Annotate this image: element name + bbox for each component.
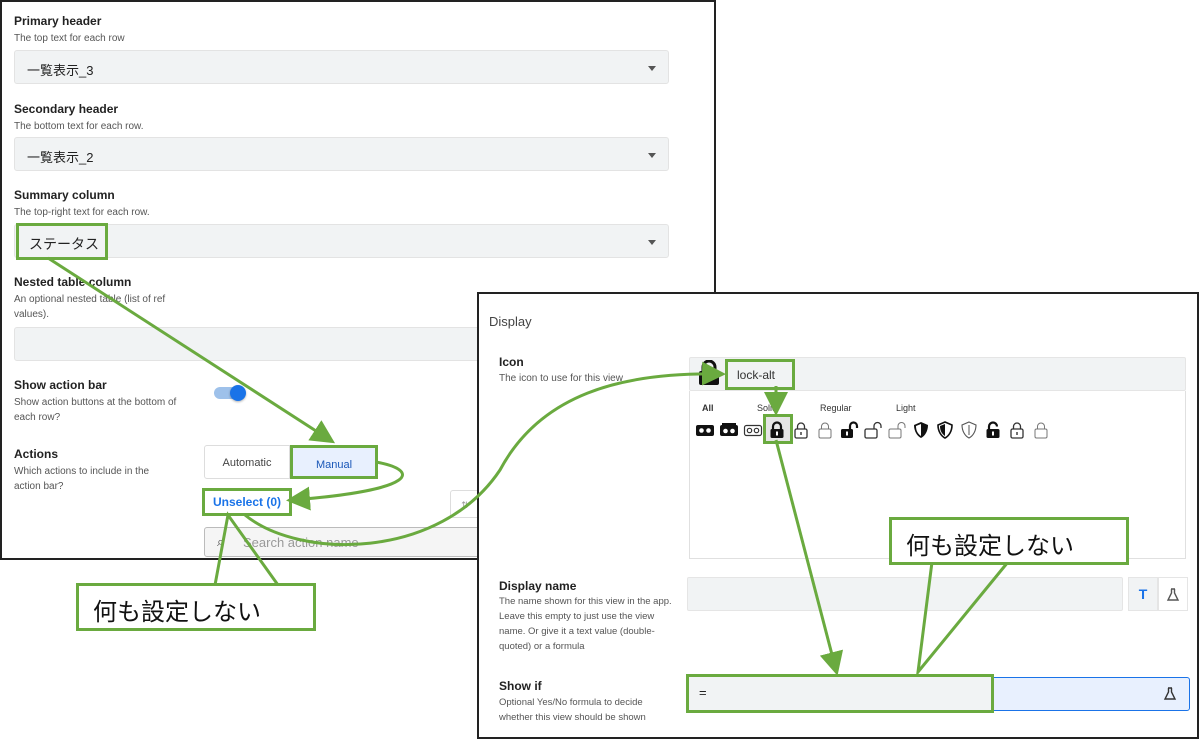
show-action-bar-desc: Show action buttons at the bottom of eac… [14,397,177,423]
display-name-label: Display name [499,579,577,593]
id-card-outline-icon[interactable] [743,420,763,440]
callout-no-setting-right: 何も設定しない [889,517,1129,565]
text-type-button[interactable]: T [1128,577,1158,611]
tab-light[interactable]: Light [896,403,916,413]
summary-column-label: Summary column [14,188,115,202]
action-search-placeholder: Search action name [243,535,359,550]
display-name-desc: The name shown for this view in the app.… [499,596,672,652]
id-card-alt-icon[interactable] [695,420,715,440]
formula-flask-icon[interactable] [1163,687,1177,701]
primary-header-label: Primary header [14,14,102,28]
show-if-desc: Optional Yes/No formula to decide whethe… [499,697,646,723]
lock-open-light-icon[interactable] [887,420,907,440]
nested-table-label: Nested table column [14,275,132,289]
display-name-input[interactable] [687,577,1123,611]
chevron-down-icon [648,66,656,71]
summary-column-value: ステータス [29,236,99,252]
id-card-icon[interactable] [719,420,739,440]
display-section-title: Display [489,314,532,329]
unlock-alt-icon[interactable] [983,420,1003,440]
callout-no-setting-left: 何も設定しない [76,583,316,631]
primary-header-select[interactable]: 一覧表示_3 [14,50,669,84]
primary-header-desc: The top text for each row [14,33,125,44]
secondary-header-value: 一覧表示_2 [27,150,94,165]
primary-header-value: 一覧表示_3 [27,63,94,78]
tab-solid[interactable]: Solid [757,403,778,413]
callout-text: 何も設定しない [93,599,261,626]
icon-desc: The icon to use for this view [499,373,623,384]
search-icon: ⌕ [217,534,225,549]
formula-flask-icon[interactable] [1158,577,1188,611]
show-if-value: = [699,685,707,700]
icon-value-highlight: lock-alt [725,359,795,390]
actions-desc: Which actions to include in the action b… [14,466,150,492]
display-settings-panel: Display Icon The icon to use for this vi… [477,292,1199,739]
show-if-value-highlight: = [686,674,994,713]
secondary-header-label: Secondary header [14,102,119,116]
shield-check-icon[interactable] [935,420,955,440]
lock-light-icon[interactable] [815,420,835,440]
unselect-button[interactable]: Unselect (0) [202,488,292,516]
automatic-button[interactable]: Automatic [204,445,290,479]
shield-outline-icon[interactable] [959,420,979,440]
lock-alt-outline-icon[interactable] [791,420,811,440]
summary-column-desc: The top-right text for each row. [14,207,150,218]
lock-alt-icon [699,360,719,385]
summary-column-value-highlight: ステータス [16,223,108,260]
toggle-knob[interactable] [230,385,246,401]
show-if-label: Show if [499,679,542,693]
secondary-header-select[interactable]: 一覧表示_2 [14,137,669,171]
nested-table-desc: An optional nested table (list of ref va… [14,294,166,320]
manual-button[interactable]: Manual [290,445,378,479]
chevron-down-icon [648,153,656,158]
summary-column-select[interactable] [14,224,669,258]
actions-label: Actions [14,447,59,461]
lock-light-icon[interactable] [1031,420,1051,440]
lock-open-alt-icon[interactable] [839,420,859,440]
lock-outline-icon[interactable] [1007,420,1027,440]
tab-all[interactable]: All [702,403,714,413]
lock-alt-icon[interactable] [767,420,787,440]
icon-label: Icon [499,355,524,369]
shield-alt-icon[interactable] [911,420,931,440]
callout-text: 何も設定しない [906,533,1074,560]
icon-value: lock-alt [737,368,776,382]
sort-icon[interactable]: ⇅ [450,490,480,518]
chevron-down-icon [648,240,656,245]
show-action-bar-label: Show action bar [14,378,107,392]
secondary-header-desc: The bottom text for each row. [14,121,144,132]
lock-open-alt-outline-icon[interactable] [863,420,883,440]
action-search-input[interactable]: ⌕ Search action name [204,527,494,557]
tab-regular[interactable]: Regular [820,403,852,413]
